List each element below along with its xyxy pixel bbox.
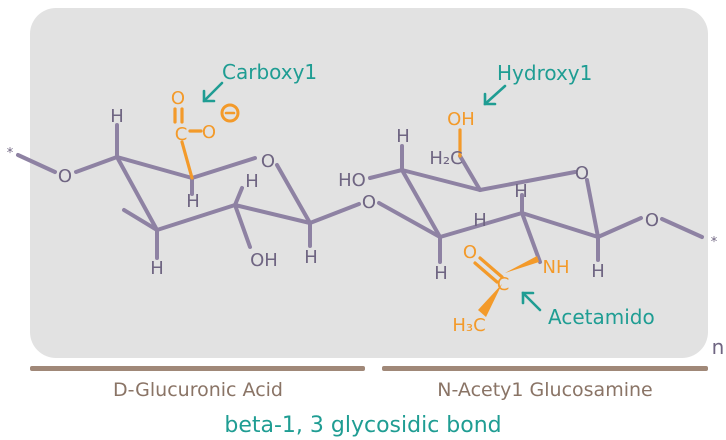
atom-o-ring2: O [575,163,589,184]
bond-ring2-b [400,168,482,192]
atom-h-c3b-upper: H [473,210,487,231]
bond-methyl-stub [122,208,159,232]
label-carboxyl: Carboxy1 [222,60,317,84]
chain-end-left: * [7,146,14,161]
bond-ring1-a [115,155,194,180]
atom-c-amide: C [497,274,510,295]
annotation-arrows [202,81,542,312]
bond-ring2-d [585,178,600,239]
bond-ho-c4b [368,168,404,180]
atom-o-carbonyl: O [171,88,185,109]
bond-h-c2 [233,186,244,207]
negative-charge-icon [220,103,240,123]
bond-ring1-f [115,155,159,232]
arrow-acetamido-head-icon [521,291,535,305]
atom-h-c5: H [186,191,200,212]
atom-h-c3: H [150,258,164,279]
label-glucuronic-acid: D-Glucuronic Acid [113,379,283,401]
atom-h-c2: H [245,171,259,192]
atom-o-glycosidic: O [362,192,376,213]
arrow-hydroxyl [483,84,507,106]
bond-ring1-c [275,163,312,225]
atom-h-c1: H [304,247,318,268]
bond-n-c2b [520,211,542,264]
bond-oh-c2 [233,203,252,249]
bond-ring2-c [478,170,577,192]
bond-right-chain [660,217,704,239]
atom-o-right: O [645,210,659,231]
label-hydroxyl: Hydroxy1 [497,61,592,85]
bond-ring1-d [233,203,312,225]
atom-h-c2b: H [514,181,528,202]
atom-o-left: O [58,166,72,187]
wedge-bond-methyl [478,284,502,317]
arrow-carboxyl-head-icon [202,89,216,103]
bond-c1-o [596,216,643,239]
molecular-skeleton [16,123,704,264]
arrow-acetamido [521,291,542,312]
atom-nh: NH [543,257,570,278]
atom-labels: * O H H H O H OH H O H HO H₂C H H O H H … [7,106,725,359]
bond-ring2-e [520,211,600,239]
atom-ho-c4b: HO [338,170,366,191]
chain-end-right: * [711,235,718,250]
atom-h-c4: H [110,106,124,127]
atom-h3c: H₃C [452,315,485,336]
functional-groups [173,103,539,317]
bond-c5-carboxyl [180,140,194,180]
bond-ring2-a [400,168,442,239]
bar-acetylglucosamine [382,366,708,371]
functional-group-atoms: O C O OH O NH C H₃C [171,88,570,336]
atom-oh-c2: OH [250,250,278,271]
bar-glucuronic-acid [30,366,365,371]
atom-h-c1b: H [591,261,605,282]
bond-ring1-e [155,203,237,232]
bond-glycosidic-a [308,202,361,225]
atom-o-ring1: O [261,151,275,172]
label-acetamido: Acetamido [548,305,655,329]
arrow-hydroxyl-head-icon [483,92,497,106]
label-acetylglucosamine: N-Acety1 Glucosamine [437,379,652,401]
bond-left-chain [16,153,57,174]
bond-ring1-b [190,156,257,180]
atom-o-amide: O [463,242,477,263]
bond-glycosidic-b [377,201,442,239]
bond-c-o-double-b [473,261,499,284]
bond-ring2-f [438,211,524,239]
atom-h2c: H₂C [429,148,462,169]
wedge-bond-nh [505,256,539,273]
bond-ch2 [458,154,482,192]
repeat-unit-panel [30,8,708,358]
atom-h-c3b: H [434,263,448,284]
bond-o-c4 [74,155,119,174]
label-glycosidic-bond: beta-1, 3 glycosidic bond [224,413,501,438]
atom-o-carboxylate: O [202,122,216,143]
bond-c-o-double-a [478,256,504,279]
atom-h-c4b: H [396,126,410,147]
arrow-carboxyl [202,81,224,103]
group-annotations: Carboxy1 Hydroxy1 Acetamido [222,60,655,329]
repeat-count-n: n [712,335,725,359]
atom-c-carboxyl: C [175,124,188,145]
atom-oh-hydroxymethyl: OH [447,109,475,130]
